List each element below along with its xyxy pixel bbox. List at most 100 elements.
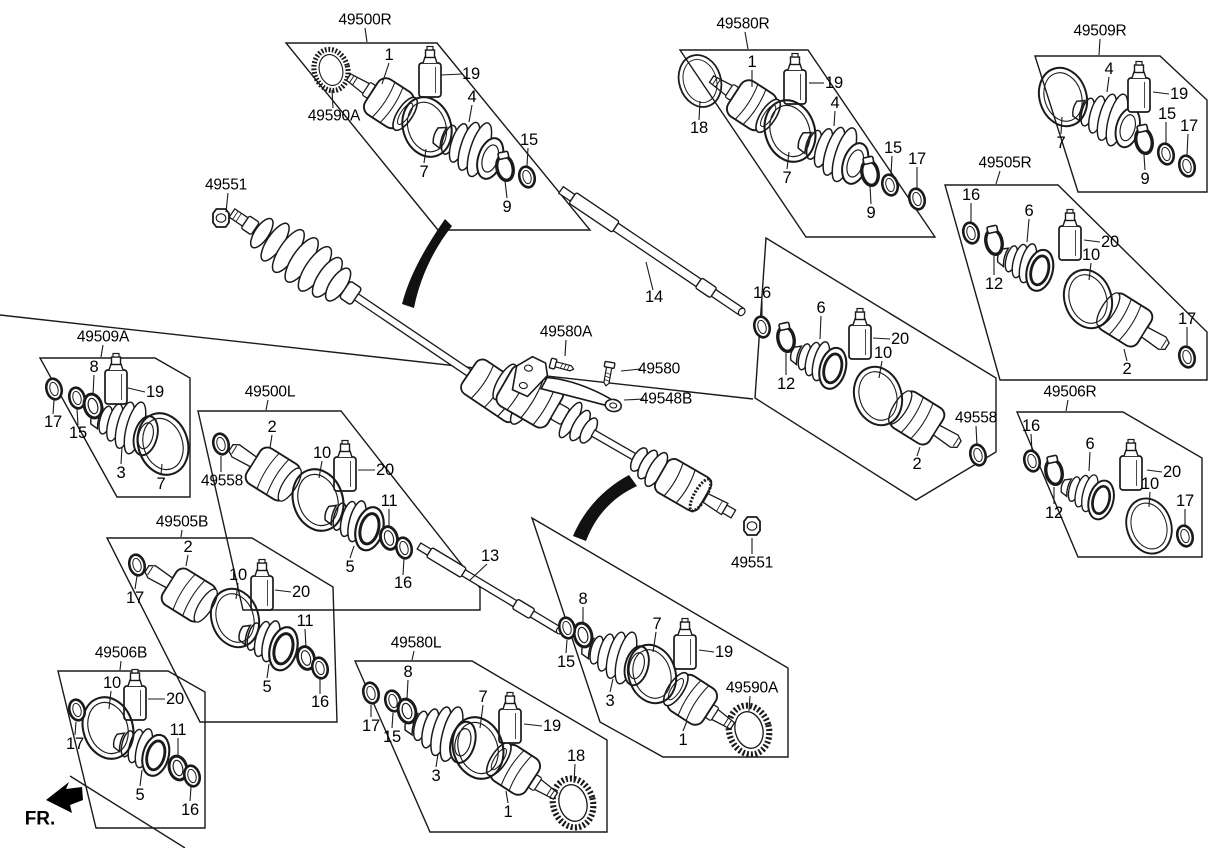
callout-number-leader [1083,239,1101,243]
callout-number-leader [120,446,123,465]
border-line-bottom-left [69,775,186,848]
group-border-49580R [678,49,937,238]
callout-number-leader [391,712,394,729]
swoosh-mark-top [402,219,452,308]
group-label-leader [364,27,368,43]
callout-number-leader [1026,218,1030,243]
callout-number-leader [440,73,463,76]
callout-number-leader [1088,262,1092,281]
group-label-leader [180,529,183,538]
callout-number-leader [469,563,488,581]
group-border-49509R [1034,55,1208,193]
callout-number-leader [406,679,409,700]
callout-number-leader [127,387,146,393]
border-line [0,314,754,400]
callout-number-leader [139,769,143,787]
region-border-inner-joint-set [754,236,997,501]
callout-number-leader [526,147,529,167]
callout-number-leader [1088,451,1091,472]
callout-number-leader [1152,91,1170,95]
callout-number-leader [349,545,355,559]
callout-number-leader [645,261,654,291]
callout-number-leader [423,148,427,164]
callout-number-leader [1123,348,1128,362]
fr-direction-arrow [46,782,83,813]
callout-number-leader [872,337,891,340]
callout-number-leader [92,374,95,396]
region-border-outer-joint-set [530,516,789,758]
callout-number-leader [185,554,189,567]
swoosh-mark-bottom [573,475,637,541]
part-number-label-leader [620,368,642,372]
callout-number-leader [786,151,790,170]
callout-number-leader [134,575,138,590]
callout-number-leader [1186,133,1189,156]
callout-number-leader [160,463,163,476]
part-number-label-leader [975,425,978,447]
callout-number-leader [76,408,79,426]
callout-number-leader [609,678,614,693]
group-border-49505R [944,184,1208,381]
callout-number-leader [878,360,883,379]
callout-number-leader [381,62,390,85]
intermediate-shaft-14 [557,185,746,317]
callout-number-leader [235,582,239,600]
group-label-leader [1098,38,1101,56]
callout-number-leader [890,155,893,176]
part-number-label-leader [623,398,645,401]
callout-number-leader [504,180,508,199]
group-border-49500R [284,42,592,231]
callout-number-leader [435,753,439,768]
callout-number-leader [698,100,701,121]
group-border-49500L [197,410,481,611]
callout-number-leader [565,639,568,654]
group-label-leader [744,31,749,50]
callout-number-leader [304,628,307,649]
callout-number-leader [274,589,292,593]
group-label-leader [265,399,269,411]
part-number-label-leader [331,89,334,109]
callout-number-leader [52,399,55,415]
callout-number-leader [573,763,576,784]
part-number-label-leader [564,339,567,357]
callout-number-leader [652,631,657,653]
callout-number-leader [468,104,473,123]
group-border-49506B [57,670,206,829]
group-border-49505B [105,537,338,723]
group-label-leader [411,650,415,661]
callout-number-leader [479,704,484,729]
part-number-label-leader [225,192,229,213]
callout-number-leader [869,185,872,205]
group-label-leader [119,660,122,671]
callout-number-leader [1146,469,1163,473]
callout-number-leader [916,446,921,457]
callout-number-leader [402,557,405,576]
callout-number-leader [833,110,836,127]
group-border-49580L [353,660,608,833]
callout-number-leader [189,786,192,802]
callout-number-leader [698,649,715,653]
callout-number-leader [505,790,509,804]
callout-number-leader [74,721,77,736]
group-border-49506R [1015,411,1203,558]
callout-number-leader [266,663,270,679]
bracket-49548B [511,355,622,413]
callout-number-leader [1030,433,1033,452]
callout-number-leader [819,315,822,340]
group-label-leader [100,344,104,358]
group-label-leader [995,170,1001,185]
part-number-label-leader [748,695,751,712]
callout-number-leader [108,690,112,710]
callout-number-leader [1106,76,1110,93]
group-label-leader [1065,399,1069,412]
callout-number-leader [682,720,688,732]
callout-number-leader [523,723,543,727]
callout-number-leader [1143,154,1146,171]
callout-number-leader [1148,491,1151,508]
callout-number-leader [1060,116,1063,135]
callout-number-leader [269,434,273,449]
callout-number-leader [318,460,323,479]
